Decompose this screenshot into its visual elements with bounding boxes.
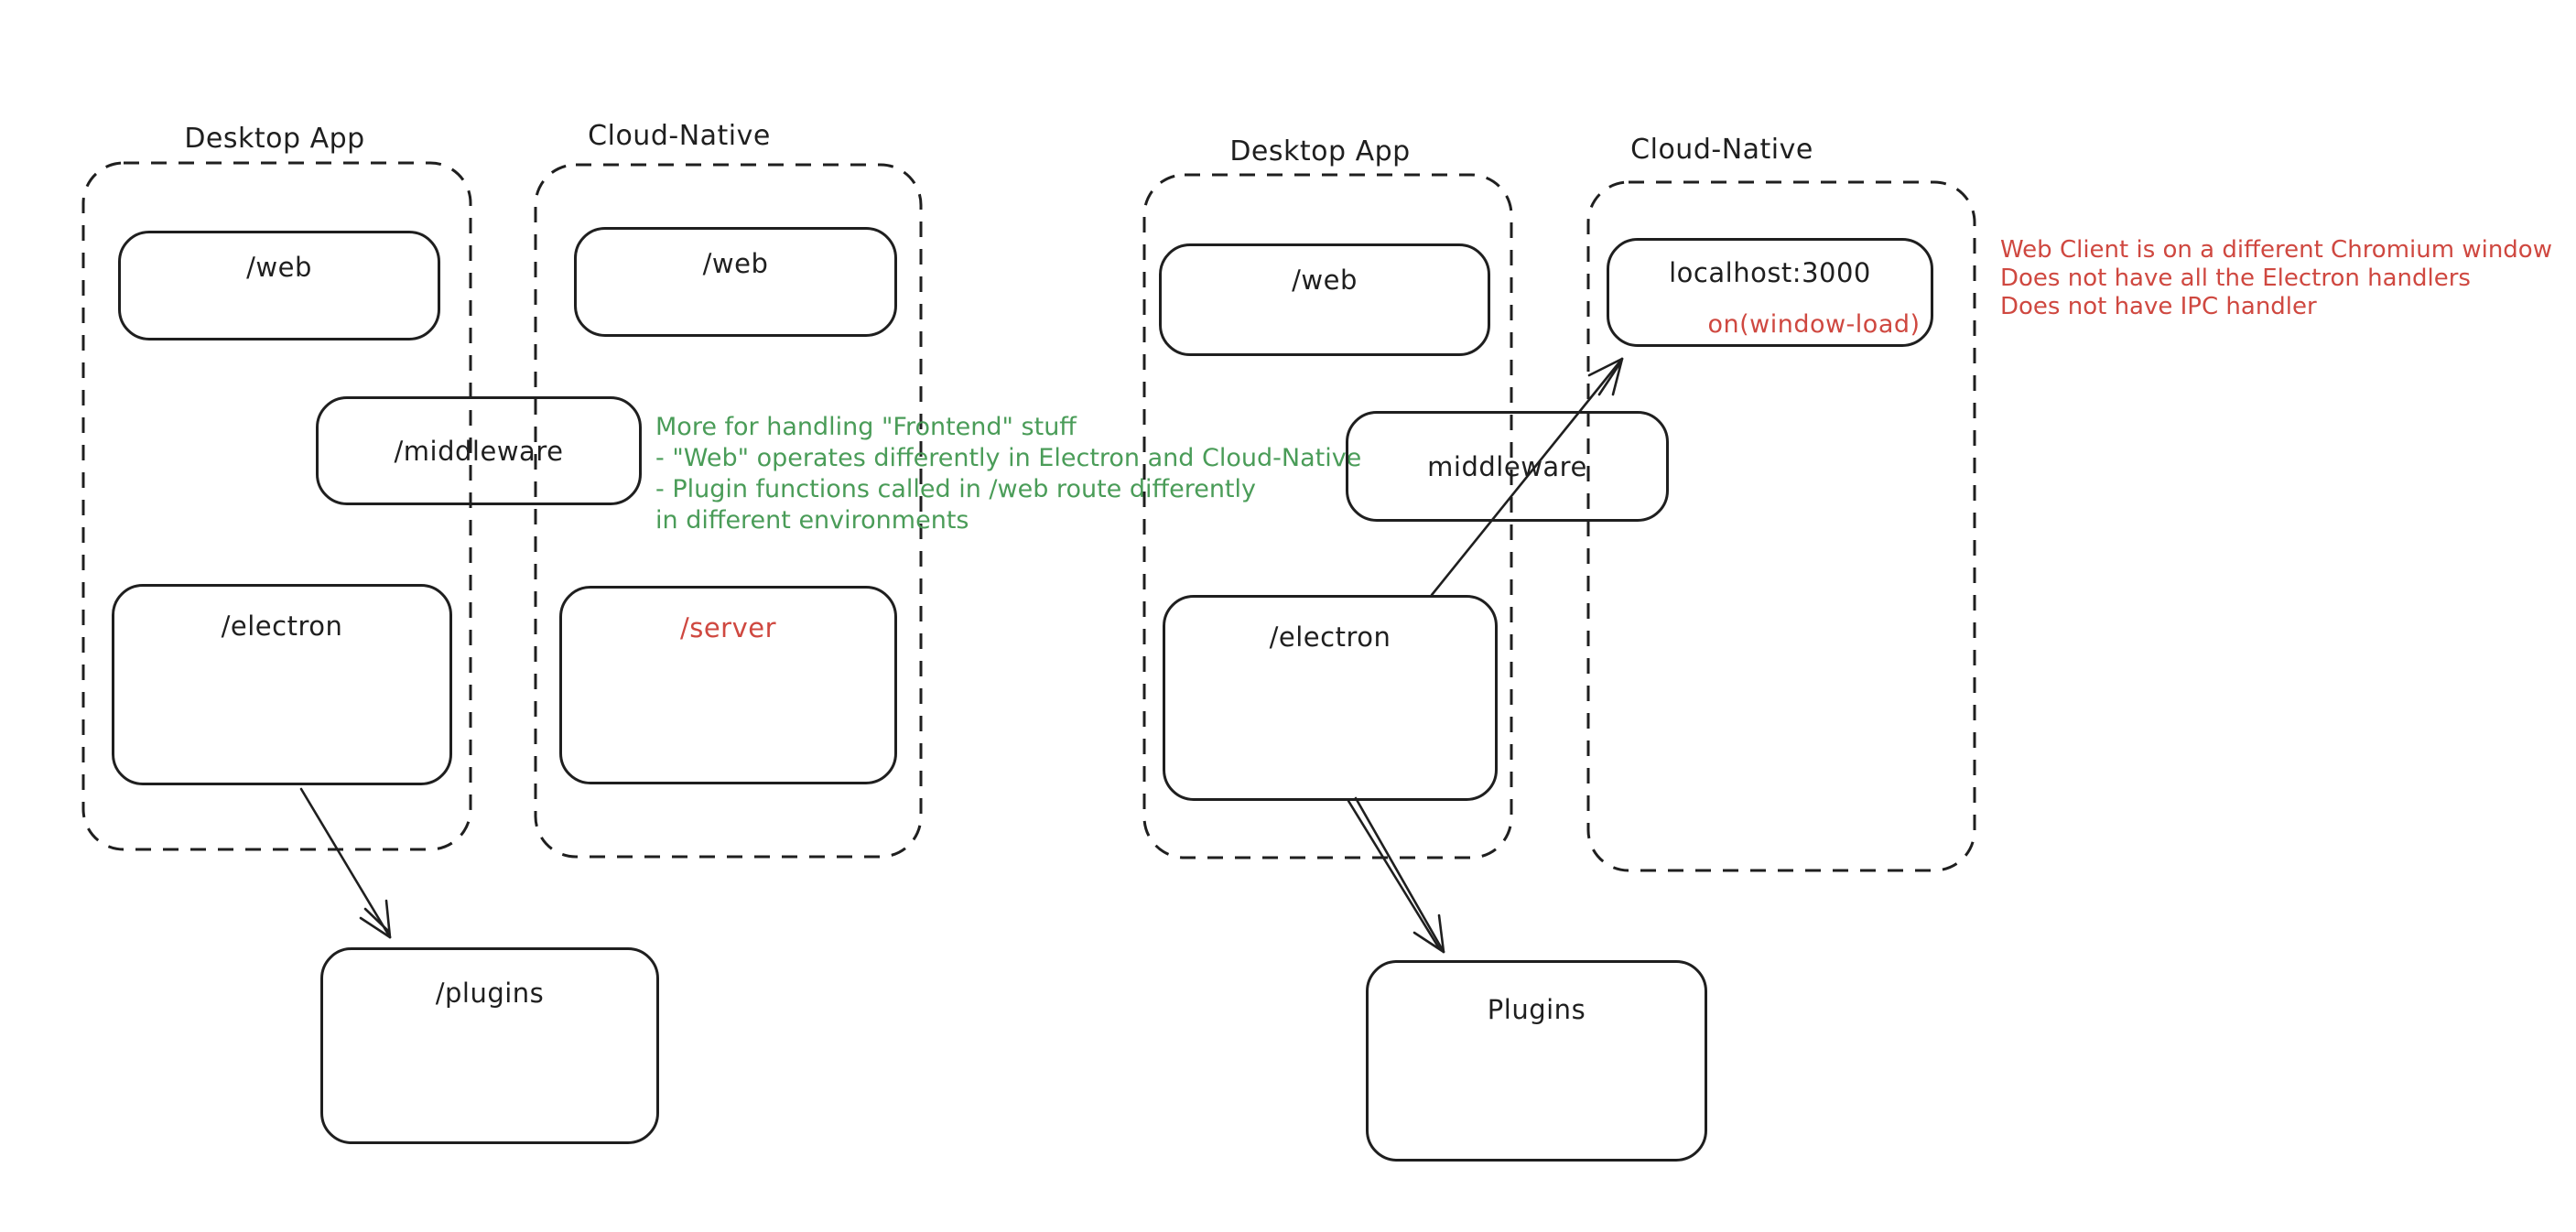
electron-to-localhost-arrow xyxy=(1430,357,1624,597)
right-electron-box: /electron xyxy=(1163,595,1498,801)
localhost-box: localhost:3000 on(window-load) xyxy=(1607,238,1933,347)
left-cloud-web-box: /web xyxy=(574,227,897,337)
left-server-label: /server xyxy=(679,612,777,643)
electron-to-plugins-arrow-left xyxy=(299,787,392,939)
left-plugins-box: /plugins xyxy=(320,947,659,1144)
red-note-line: Does not have all the Electron handlers xyxy=(2000,265,2471,292)
green-note-line: - Plugin functions called in /web route … xyxy=(655,475,1257,503)
window-load-label: on(window-load) xyxy=(1707,310,1921,339)
left-middleware-box: /middleware xyxy=(316,396,642,505)
left-desktop-container xyxy=(81,161,472,851)
right-cloud-native-label: Cloud-Native xyxy=(1630,134,1813,166)
left-middleware-label: /middleware xyxy=(394,435,564,467)
right-middleware-box: middleware xyxy=(1346,411,1669,522)
left-desktop-app-label: Desktop App xyxy=(184,123,365,155)
right-web-box: /web xyxy=(1159,243,1490,356)
localhost-label: localhost:3000 xyxy=(1669,257,1871,288)
left-electron-label: /electron xyxy=(221,611,343,642)
right-web-label: /web xyxy=(1292,265,1358,296)
left-plugins-label: /plugins xyxy=(435,978,545,1009)
left-web-label: /web xyxy=(246,252,312,283)
green-note-line: in different environments xyxy=(655,506,969,535)
left-cloud-container xyxy=(534,163,923,859)
right-middleware-label: middleware xyxy=(1427,450,1587,482)
left-electron-box: /electron xyxy=(112,584,452,785)
right-electron-label: /electron xyxy=(1269,621,1391,653)
right-plugins-box: Plugins xyxy=(1366,960,1707,1162)
right-plugins-label: Plugins xyxy=(1487,994,1586,1025)
right-desktop-app-label: Desktop App xyxy=(1229,135,1411,168)
green-note: More for handling "Frontend" stuff - "We… xyxy=(655,412,1361,536)
right-cloud-container xyxy=(1586,180,1976,872)
green-note-line: - "Web" operates differently in Electron… xyxy=(655,444,1362,472)
left-cloud-web-label: /web xyxy=(702,248,769,279)
red-note-line: Web Client is on a different Chromium wi… xyxy=(2000,236,2552,264)
left-cloud-native-label: Cloud-Native xyxy=(588,120,771,152)
left-server-box: /server xyxy=(559,586,897,784)
red-note-line: Does not have IPC handler xyxy=(2000,293,2317,320)
red-note: Web Client is on a different Chromium wi… xyxy=(2000,236,2552,321)
left-web-box: /web xyxy=(118,231,440,340)
green-note-line: More for handling "Frontend" stuff xyxy=(655,413,1077,441)
electron-to-plugins-arrow-right xyxy=(1347,796,1445,954)
right-desktop-container xyxy=(1142,173,1513,859)
